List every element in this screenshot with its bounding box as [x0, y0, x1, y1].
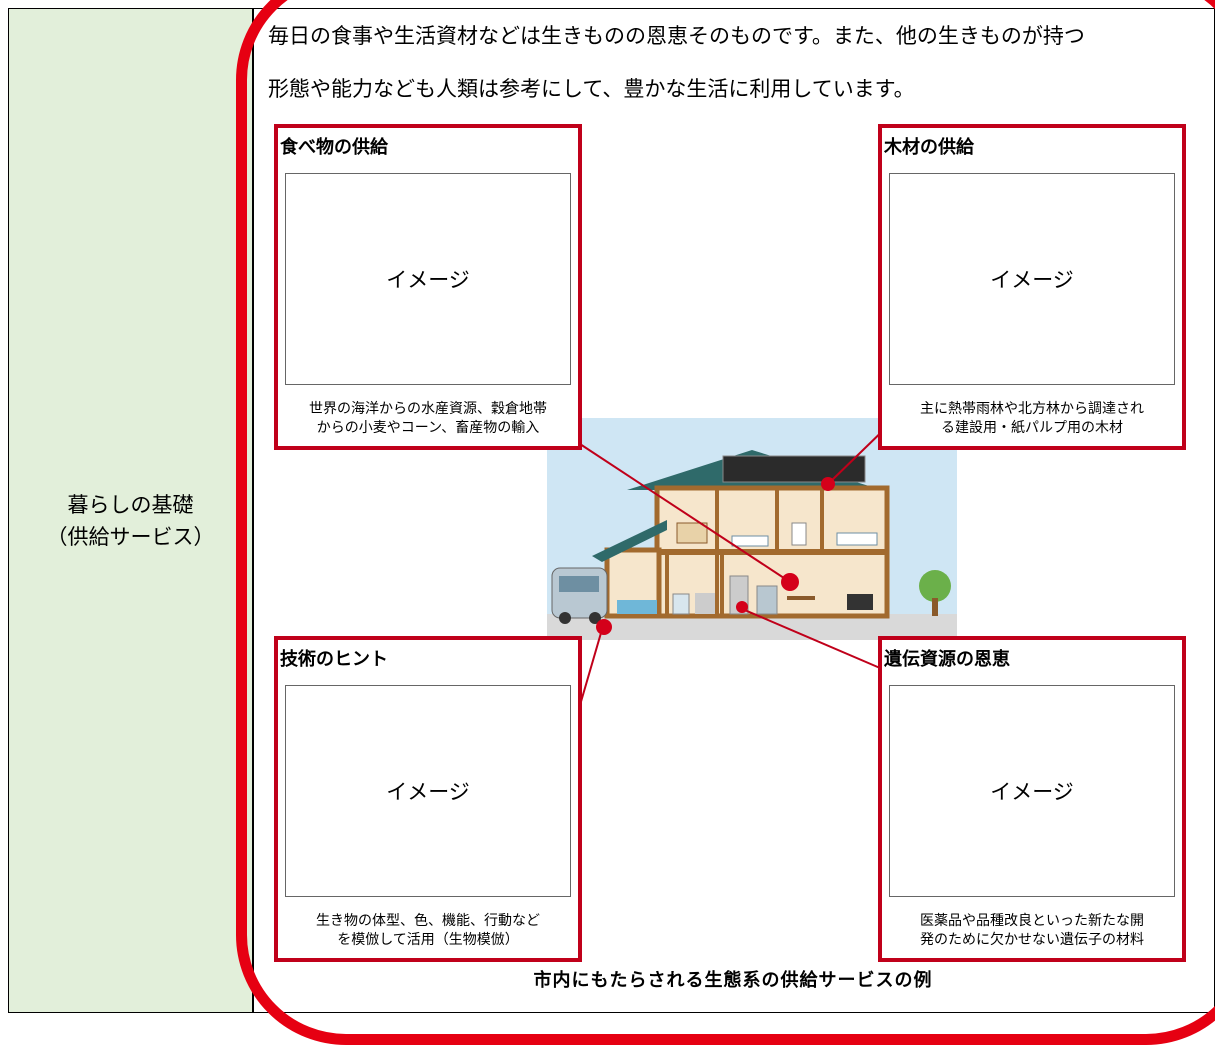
card-description: 主に熱帯雨林や北方林から調達され る建設用・紙パルプ用の木材 — [882, 400, 1182, 438]
category-column: 暮らしの基礎 （供給サービス） — [8, 8, 254, 1013]
category-line-2: （供給サービス） — [46, 525, 215, 549]
card-description-line-1: 医薬品や品種改良といった新たな開 — [920, 913, 1144, 929]
card-genetic-resources: 遺伝資源の恩恵 イメージ 医薬品や品種改良といった新たな開 発のために欠かせない… — [878, 636, 1186, 962]
category-label: 暮らしの基礎 （供給サービス） — [9, 489, 252, 553]
card-description-line-2: を模倣して活用（生物模倣） — [337, 932, 519, 948]
card-description: 世界の海洋からの水産資源、穀倉地帯 からの小麦やコーン、畜産物の輸入 — [278, 400, 578, 438]
card-description-line-2: 発のために欠かせない遺伝子の材料 — [920, 932, 1144, 948]
card-description-line-1: 主に熱帯雨林や北方林から調達され — [920, 401, 1144, 417]
card-title: 技術のヒント — [280, 649, 388, 670]
card-timber-supply: 木材の供給 イメージ 主に熱帯雨林や北方林から調達され る建設用・紙パルプ用の木… — [878, 124, 1186, 450]
image-placeholder: イメージ — [285, 685, 571, 897]
image-placeholder-label: イメージ — [990, 268, 1074, 292]
card-description-line-1: 生き物の体型、色、機能、行動など — [316, 913, 540, 929]
image-placeholder: イメージ — [285, 173, 571, 385]
card-description-line-2: からの小麦やコーン、畜産物の輸入 — [316, 420, 540, 436]
intro-text: 毎日の食事や生活資材などは生きものの恩恵そのものです。また、他の生きものが持つ … — [268, 10, 1198, 116]
card-food-supply: 食べ物の供給 イメージ 世界の海洋からの水産資源、穀倉地帯 からの小麦やコーン、… — [274, 124, 582, 450]
category-line-1: 暮らしの基礎 — [67, 493, 194, 517]
image-placeholder-label: イメージ — [386, 268, 470, 292]
card-title: 食べ物の供給 — [280, 137, 388, 158]
house-illustration — [547, 418, 957, 640]
image-placeholder-label: イメージ — [386, 780, 470, 804]
intro-line-2: 形態や能力なども人類は参考にして、豊かな生活に利用しています。 — [268, 77, 915, 101]
image-placeholder-label: イメージ — [990, 780, 1074, 804]
card-technology-hints: 技術のヒント イメージ 生き物の体型、色、機能、行動など を模倣して活用（生物模… — [274, 636, 582, 962]
card-title: 遺伝資源の恩恵 — [884, 649, 1010, 670]
image-placeholder: イメージ — [889, 685, 1175, 897]
card-description-line-2: る建設用・紙パルプ用の木材 — [941, 420, 1123, 436]
figure-caption: 市内にもたらされる生態系の供給サービスの例 — [533, 970, 933, 991]
card-description: 生き物の体型、色、機能、行動など を模倣して活用（生物模倣） — [278, 912, 578, 950]
card-description-line-1: 世界の海洋からの水産資源、穀倉地帯 — [309, 401, 547, 417]
intro-line-1: 毎日の食事や生活資材などは生きものの恩恵そのものです。また、他の生きものが持つ — [268, 24, 1085, 48]
image-placeholder: イメージ — [889, 173, 1175, 385]
card-title: 木材の供給 — [884, 137, 974, 158]
card-description: 医薬品や品種改良といった新たな開 発のために欠かせない遺伝子の材料 — [882, 912, 1182, 950]
